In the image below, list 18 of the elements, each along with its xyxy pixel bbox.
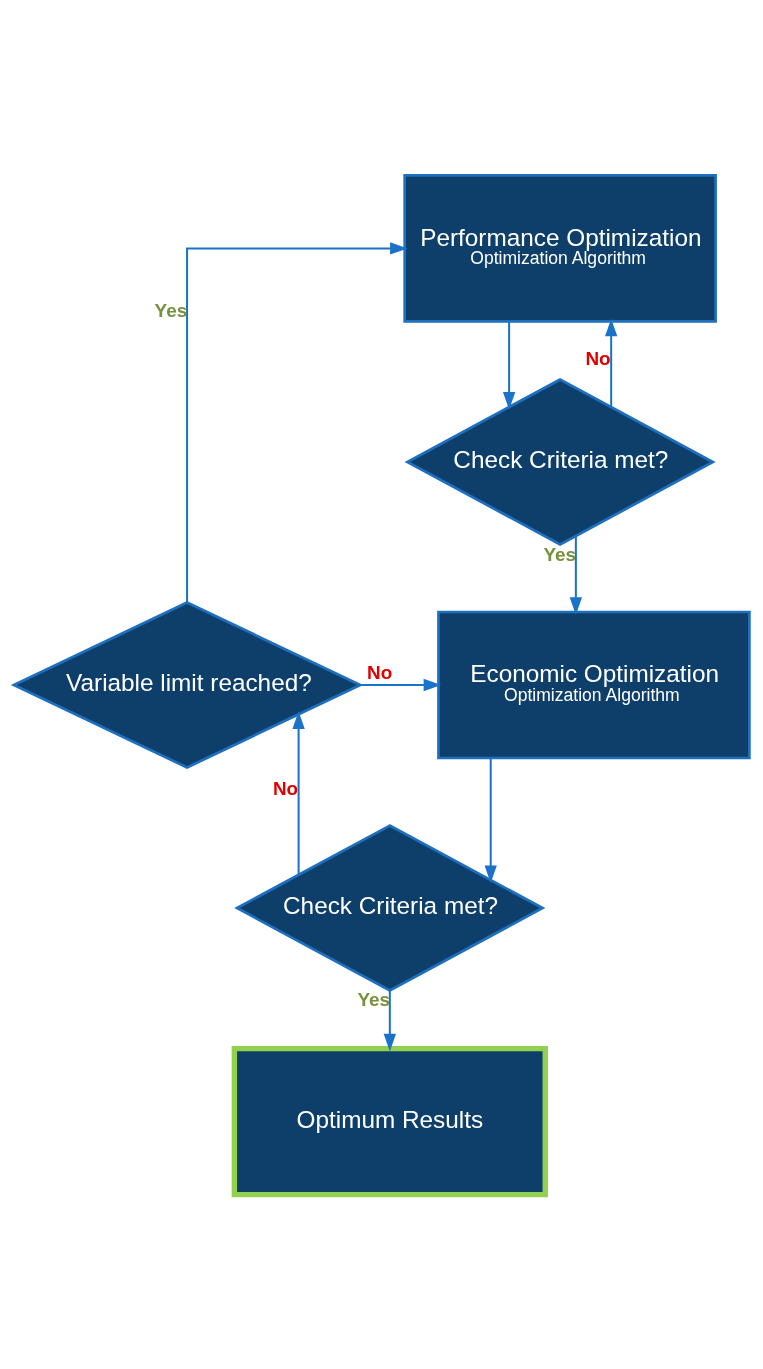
node-box: Economic Optimization Optimization Algorithm [437, 610, 751, 759]
arrow [292, 710, 305, 875]
edge-label: Yes [543, 543, 577, 565]
edge-label: No [367, 661, 393, 683]
node-diamond: Check Criteria met? [234, 823, 546, 992]
arrow [484, 757, 497, 883]
arrow [383, 990, 396, 1051]
edge-label: No [585, 347, 611, 369]
node-diamond: Variable limit reached? [10, 600, 364, 769]
node-box: Optimum Results [231, 1045, 548, 1197]
edge-label: No [272, 777, 299, 799]
node-box: Performance Optimization Optimization Algorithm [403, 173, 717, 323]
arrow [502, 321, 516, 410]
arrow [569, 535, 583, 615]
arrow [605, 318, 618, 407]
node-diamond: Check Criteria met? [404, 377, 716, 546]
arrow [360, 678, 442, 691]
arrow [186, 241, 408, 602]
